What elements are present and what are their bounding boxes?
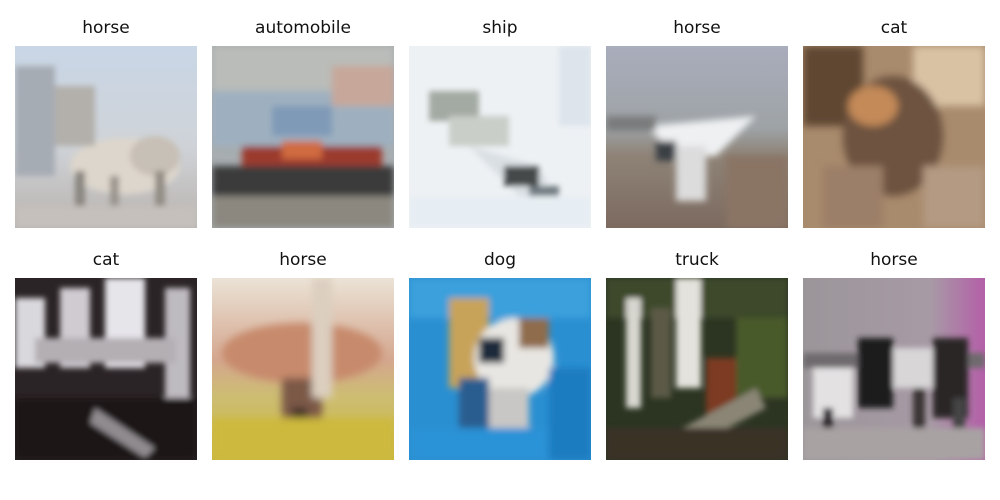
image-label: cat	[92, 250, 120, 270]
image-label: horse	[82, 18, 130, 38]
generated-image-ship	[409, 46, 591, 228]
generated-image-cat-1	[803, 46, 985, 228]
generated-image-horse-3	[212, 278, 394, 460]
generated-image-horse-2	[606, 46, 788, 228]
image-label: automobile	[255, 18, 351, 38]
generated-image-horse-4	[803, 278, 985, 460]
generated-image-horse-1	[15, 46, 197, 228]
image-label: dog	[484, 250, 516, 270]
generated-image-cat-2	[15, 278, 197, 460]
image-label: cat	[880, 18, 908, 38]
image-label: truck	[675, 250, 719, 270]
generated-image-automobile	[212, 46, 394, 228]
image-label: horse	[673, 18, 721, 38]
image-label: ship	[482, 18, 518, 38]
generated-image-truck	[606, 278, 788, 460]
image-label: horse	[870, 250, 918, 270]
image-label: horse	[279, 250, 327, 270]
generated-image-dog	[409, 278, 591, 460]
